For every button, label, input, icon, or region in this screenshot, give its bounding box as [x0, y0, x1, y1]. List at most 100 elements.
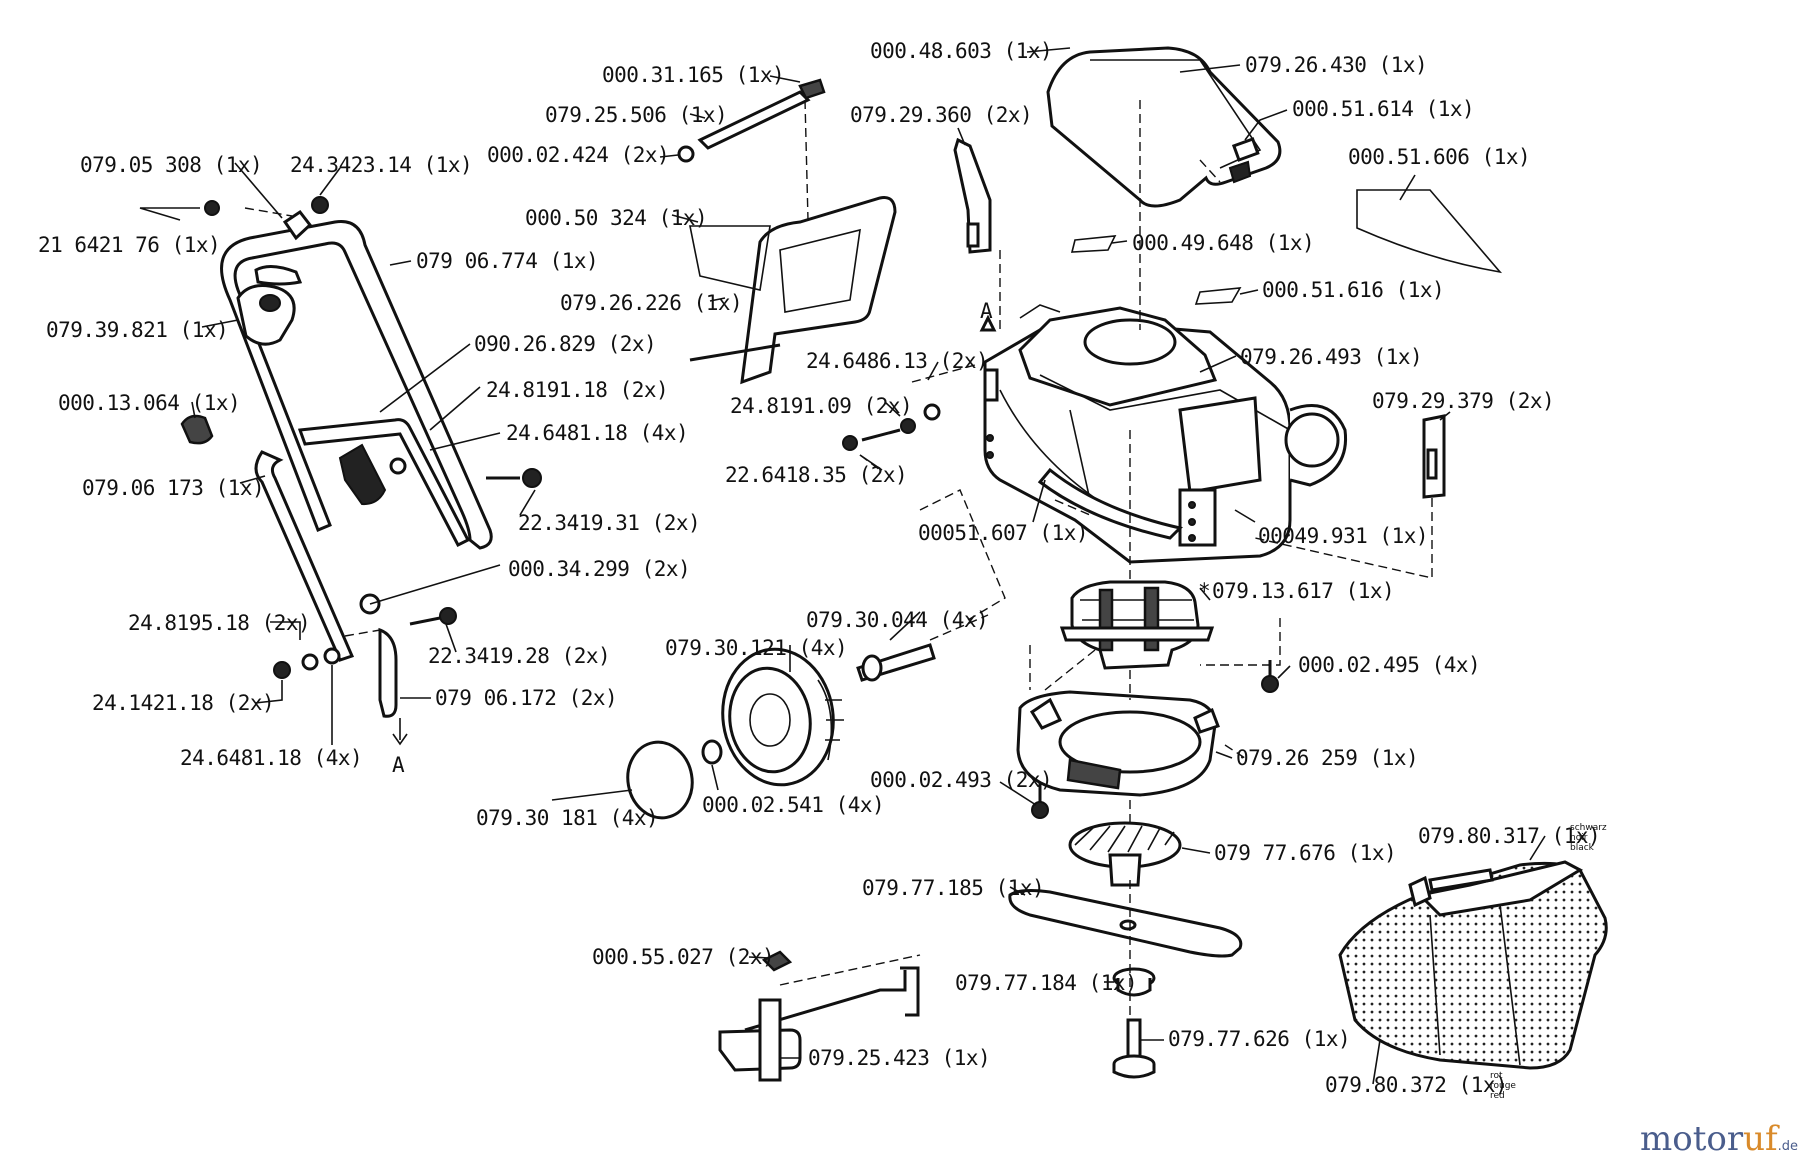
rear-bar: [718, 966, 920, 1082]
motor-cover: [1046, 46, 1282, 208]
rear-flap: [689, 196, 897, 385]
label-079-80-317: 079.80.317 (1x): [1418, 824, 1600, 848]
wheel-washer: [701, 739, 723, 765]
label-079-30-044: 079.30.044 (4x): [806, 608, 988, 632]
label-079-25-506: 079.25.506 (1x): [545, 103, 727, 127]
marker-a-bottom: A: [392, 753, 405, 777]
label-079-26-259: 079.26 259 (1x): [1236, 746, 1418, 770]
label-22-6418-35: 22.6418.35 (2x): [725, 463, 907, 487]
switch-box: [236, 265, 303, 346]
label-079-77-185: 079.77.185 (1x): [862, 876, 1044, 900]
fan-housing-screw: [1031, 782, 1049, 819]
deck-stickers: [1070, 189, 1503, 305]
label-000-50-324: 000.50 324 (1x): [525, 206, 707, 230]
knob-washers: [273, 647, 341, 679]
label-21-6421-76: 21 6421 76 (1x): [38, 233, 220, 257]
deck-washers: [842, 403, 941, 451]
blade-bolt: [1112, 1018, 1156, 1079]
flap-rod: [677, 78, 826, 163]
label-000-34-299: 000.34.299 (2x): [508, 557, 690, 581]
motor: [1059, 580, 1215, 670]
label-079-06-172: 079 06.172 (2x): [435, 686, 617, 710]
color-note-red-de: rot: [1490, 1071, 1503, 1081]
label-079-13-617: 079.13.617 (1x): [1212, 579, 1394, 603]
deck-side-plate: [1037, 467, 1183, 540]
label-000-02-424: 000.02.424 (2x): [487, 143, 669, 167]
height-bracket-right: [1422, 414, 1446, 499]
flap-label: [689, 225, 771, 291]
label-24-6486-13: 24.6486.13 (2x): [806, 349, 988, 373]
label-079-39-821: 079.39.821 (1x): [46, 318, 228, 342]
color-note-black-fr: noir: [1570, 833, 1588, 843]
watermark-brand-b: uf: [1743, 1119, 1780, 1159]
color-note-red-en: red: [1490, 1091, 1505, 1101]
rear-bar-clip: [761, 950, 793, 972]
color-note-red-fr: rouge: [1490, 1081, 1516, 1091]
label-000-13-064: 000.13.064 (1x): [58, 391, 240, 415]
label-000-49-931: 00049.931 (1x): [1258, 524, 1428, 548]
label-000-48-603: 000.48.603 (1x): [870, 39, 1052, 63]
marker-a-top: A: [980, 299, 993, 323]
label-079-26-493: 079.26.493 (1x): [1240, 345, 1422, 369]
label-079-29-360: 079.29.360 (2x): [850, 103, 1032, 127]
label-000-55-027: 000.55.027 (2x): [592, 945, 774, 969]
label-24-8191-18: 24.8191.18 (2x): [486, 378, 668, 402]
color-note-black-de: schwarz: [1570, 823, 1607, 833]
label-000-51-606: 000.51.606 (1x): [1348, 145, 1530, 169]
label-24-6481-18-lower: 24.6481.18 (4x): [180, 746, 362, 770]
label-079-26-430: 079.26.430 (1x): [1245, 53, 1427, 77]
cable-clip: [338, 443, 407, 506]
color-note-black-en: black: [1570, 843, 1595, 853]
grass-box: [1338, 860, 1608, 1070]
fan: [1068, 821, 1182, 887]
hub-cap: [626, 740, 694, 820]
label-000-02-541: 000.02.541 (4x): [702, 793, 884, 817]
cable-clip-small: [180, 414, 214, 445]
blade-adapter: [1112, 967, 1156, 997]
part-labels: 000.48.603 (1x) 079.26.430 (1x) 000.31.1…: [38, 39, 1607, 1101]
handle-clamp: [378, 627, 398, 718]
asterisk-marker: *: [1198, 579, 1210, 603]
lower-handle: [297, 418, 471, 548]
label-079-26-226: 079.26.226 (1x): [560, 291, 742, 315]
wheel: [721, 647, 844, 787]
label-079-30-181: 079.30 181 (4x): [476, 806, 658, 830]
label-000-31-165: 000.31.165 (1x): [602, 63, 784, 87]
label-000-51-614: 000.51.614 (1x): [1292, 97, 1474, 121]
label-079-05-308: 079.05 308 (1x): [80, 153, 262, 177]
label-079-77-676: 079 77.676 (1x): [1214, 841, 1396, 865]
motor-screw: [1261, 660, 1279, 693]
watermark-logo: motoruf.de: [1640, 1119, 1798, 1159]
label-24-6481-18-upper: 24.6481.18 (4x): [506, 421, 688, 445]
label-24-1421-18: 24.1421.18 (2x): [92, 691, 274, 715]
label-24-8191-09: 24.8191.09 (2x): [730, 394, 912, 418]
watermark-suffix: .de: [1778, 1139, 1798, 1154]
assembly-lines: [244, 99, 1433, 1020]
label-22-3419-31: 22.3419.31 (2x): [518, 511, 700, 535]
label-079-30-121: 079.30.121 (4x): [665, 636, 847, 660]
fan-housing: [1016, 690, 1220, 797]
watermark-brand-a: motor: [1640, 1119, 1744, 1159]
label-24-8195-18: 24.8195.18 (2x): [128, 611, 310, 635]
label-079-77-626: 079.77.626 (1x): [1168, 1027, 1350, 1051]
label-079-77-184: 079.77.184 (1x): [955, 971, 1137, 995]
label-22-3419-28: 22.3419.28 (2x): [428, 644, 610, 668]
label-000-49-648: 000.49.648 (1x): [1132, 231, 1314, 255]
blade: [1008, 889, 1243, 958]
label-079-80-372: 079.80.372 (1x): [1325, 1073, 1507, 1097]
label-079-25-423: 079.25.423 (1x): [808, 1046, 990, 1070]
label-24-3423-14: 24.3423.14 (1x): [290, 153, 472, 177]
axle-bolt: [856, 643, 936, 682]
label-000-02-495: 000.02.495 (4x): [1298, 653, 1480, 677]
watermark-text: motoruf.de: [1640, 1119, 1798, 1159]
label-079-29-379: 079.29.379 (2x): [1372, 389, 1554, 413]
label-079-06-774: 079 06.774 (1x): [416, 249, 598, 273]
marker-arrow-a: [392, 314, 997, 746]
upper-handle: [220, 219, 493, 662]
height-bracket-left: [953, 137, 992, 254]
label-000-02-493: 000.02.493 (2x): [870, 768, 1052, 792]
label-079-06-173: 079.06 173 (1x): [82, 476, 264, 500]
leader-lines: [139, 47, 1546, 1085]
